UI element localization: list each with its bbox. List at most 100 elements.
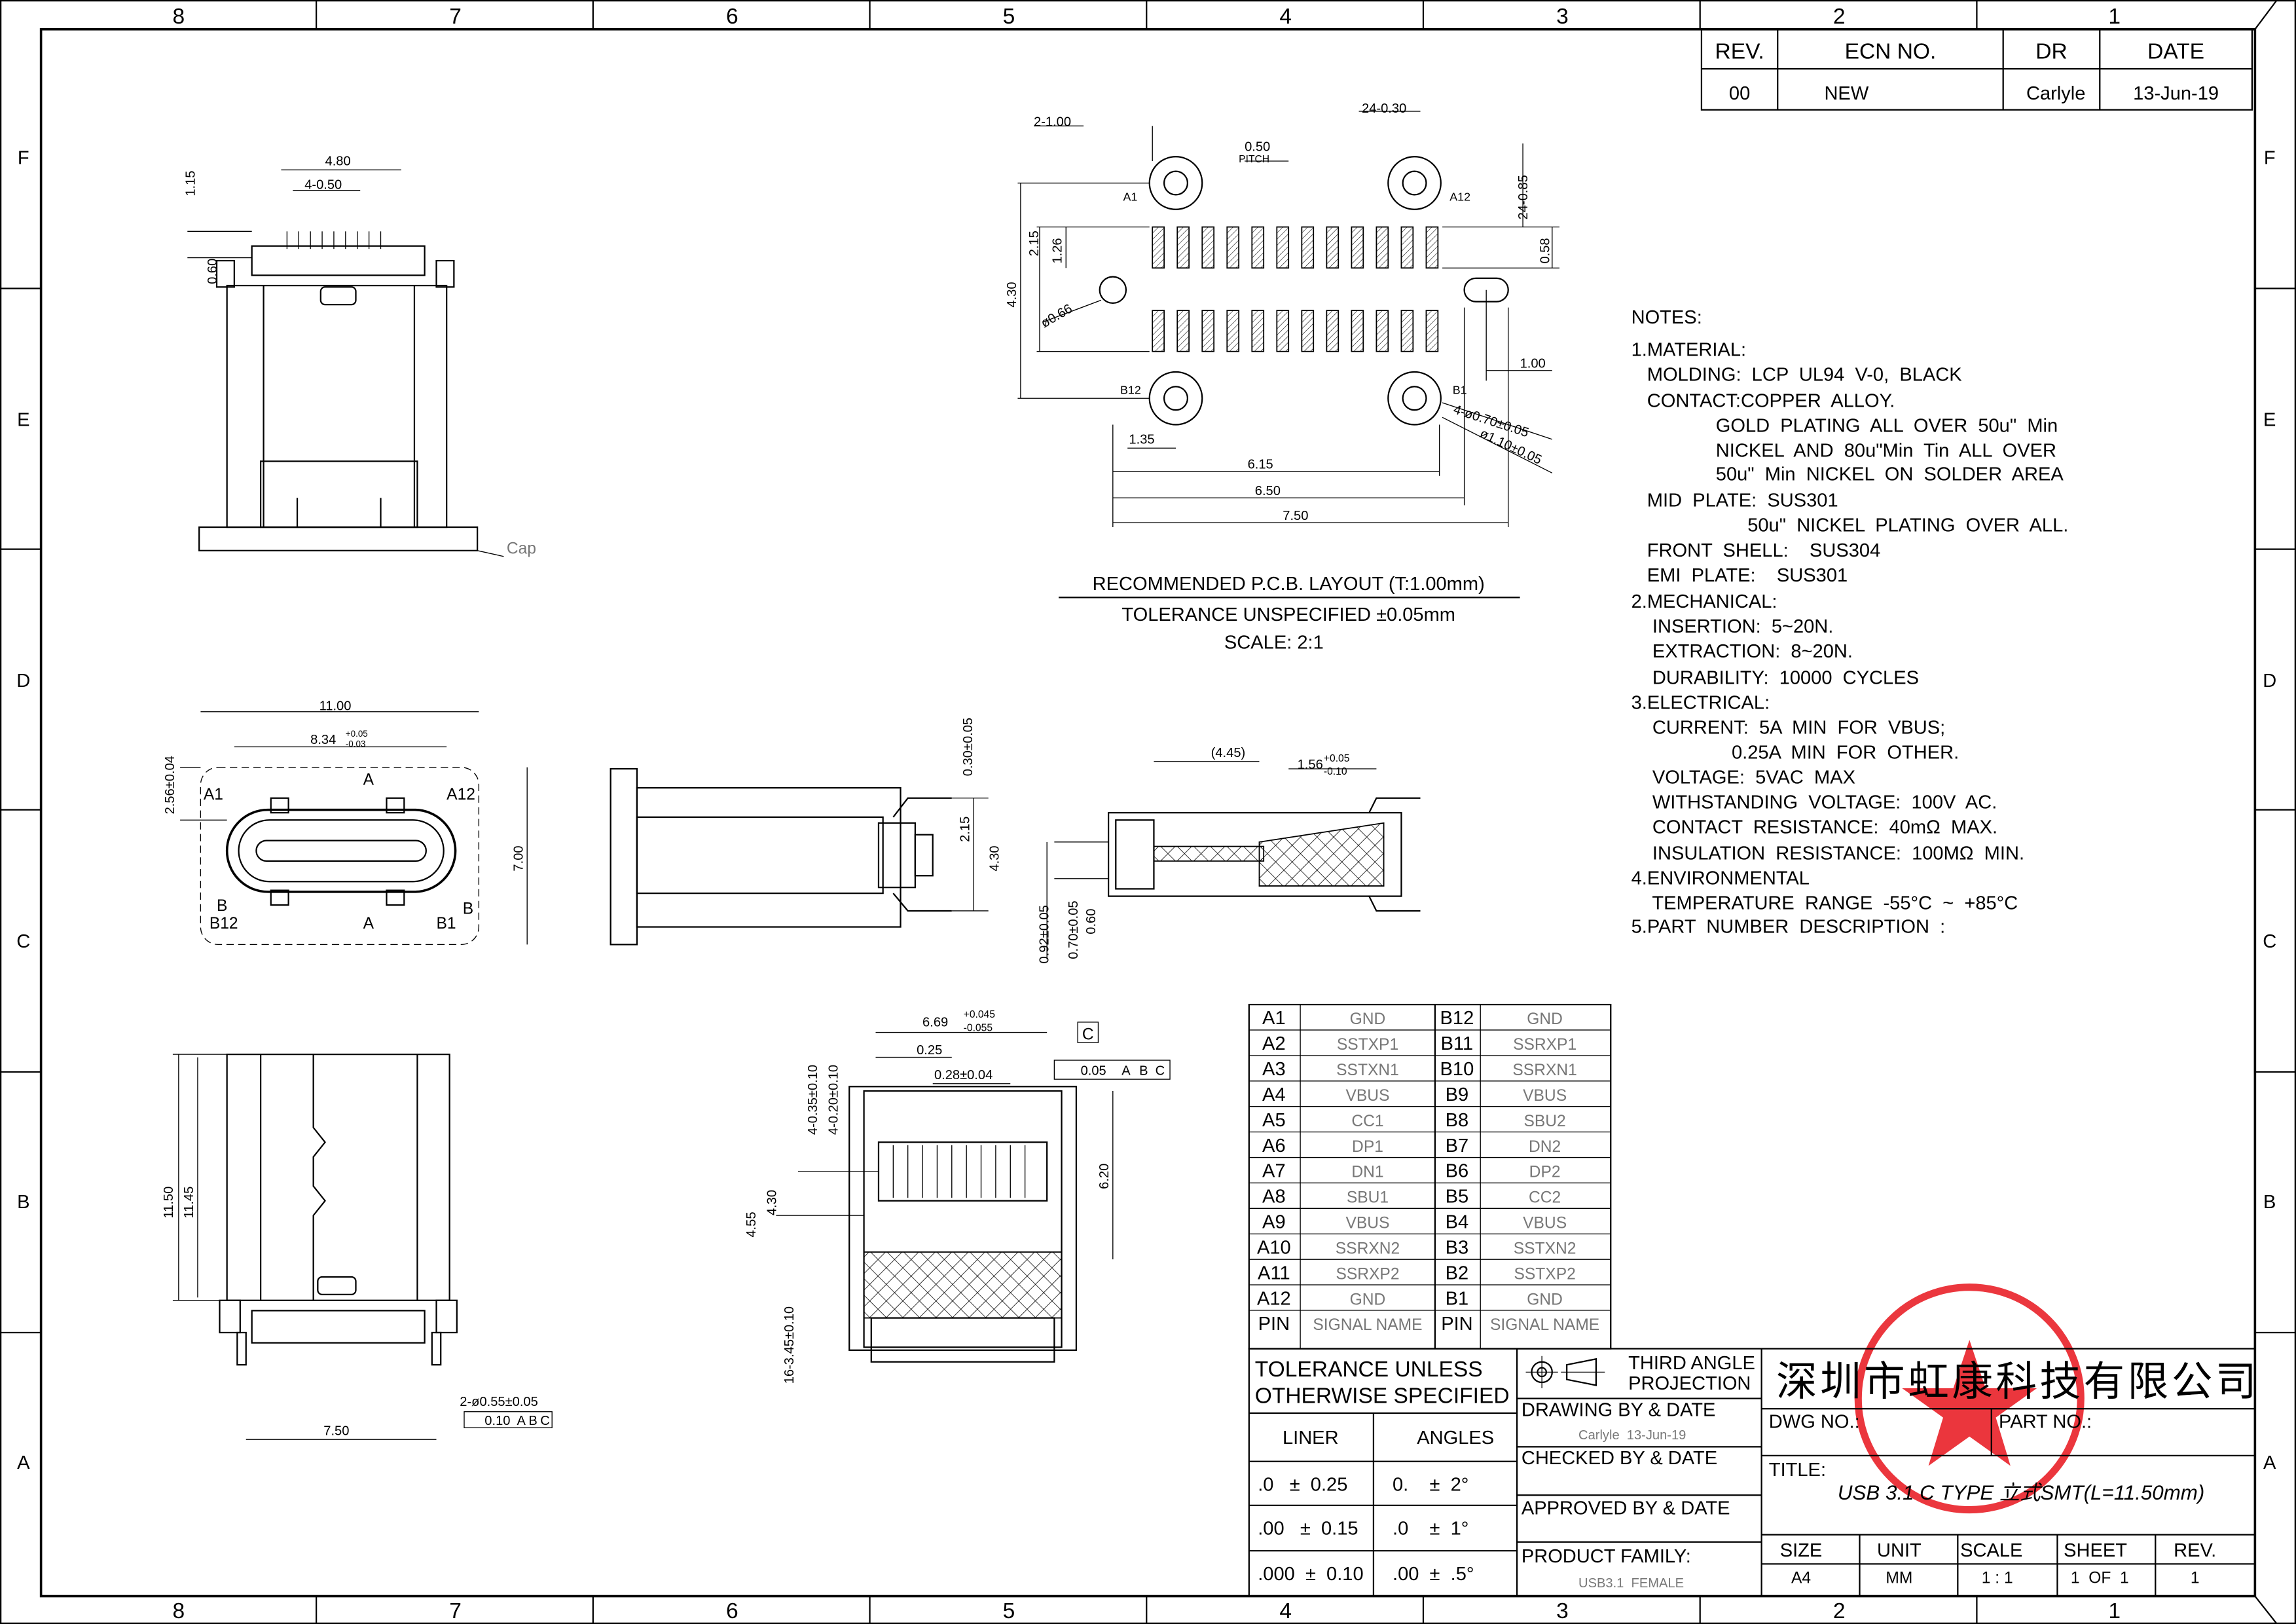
- svg-text:1.15: 1.15: [183, 171, 198, 196]
- svg-text:.00 ± 0.15: .00 ± 0.15: [1258, 1519, 1358, 1540]
- svg-text:0. ± 2°: 0. ± 2°: [1393, 1475, 1468, 1496]
- svg-text:FRONT SHELL: SUS304: FRONT SHELL: SUS304: [1631, 540, 1881, 561]
- bottom-view: 11.50 11.45 7.50 2-ø0.55±0.05 0.10 A B C: [162, 1053, 553, 1440]
- notes: NOTES: 1.MATERIAL: MOLDING: LCP UL94 V-0…: [1631, 307, 2069, 937]
- pin-cell: A1: [1262, 1008, 1286, 1029]
- svg-text:7: 7: [449, 1599, 462, 1623]
- pin-cell: B10: [1440, 1059, 1474, 1080]
- svg-text:A12: A12: [1449, 190, 1470, 203]
- section-view: (4.45) 1.56 +0.05 -0.10 0.92±0.05 0.70±0…: [1037, 746, 1421, 963]
- svg-text:CONTACT:COPPER ALLOY.: CONTACT:COPPER ALLOY.: [1631, 391, 1895, 412]
- svg-text:DRAWING BY & DATE: DRAWING BY & DATE: [1522, 1399, 1716, 1420]
- svg-text:TOLERANCE UNSPECIFIED ±0.05m: TOLERANCE UNSPECIFIED ±0.05mm: [1121, 604, 1455, 625]
- svg-text:USB3.1 FEMALE: USB3.1 FEMALE: [1578, 1576, 1684, 1591]
- svg-text:2-1.00: 2-1.00: [1034, 115, 1071, 129]
- pin-cell: B4: [1446, 1212, 1469, 1233]
- front-view: 11.00 8.34 +0.05 -0.03 2.56±0.04 7.00 A1…: [163, 699, 528, 946]
- svg-text:PART NO.:: PART NO.:: [1999, 1411, 2092, 1432]
- svg-text:7.50: 7.50: [1283, 509, 1308, 523]
- svg-text:LINER: LINER: [1283, 1428, 1339, 1449]
- svg-text:24-0.85: 24-0.85: [1516, 175, 1531, 219]
- signal-cell: GND: [1350, 1010, 1386, 1028]
- svg-text:RECOMMENDED P.C.B. LAYOUT (: RECOMMENDED P.C.B. LAYOUT (T:1.00mm): [1093, 574, 1485, 595]
- svg-text:.0 ± 0.25: .0 ± 0.25: [1258, 1475, 1347, 1496]
- svg-text:4-0.35±0.10: 4-0.35±0.10: [806, 1065, 820, 1135]
- svg-text:24-0.30: 24-0.30: [1362, 101, 1406, 116]
- pin-cell: A8: [1262, 1187, 1286, 1208]
- svg-text:A4: A4: [1791, 1569, 1811, 1587]
- svg-text:8: 8: [173, 1599, 185, 1623]
- svg-text:PRODUCT FAMILY:: PRODUCT FAMILY:: [1522, 1546, 1691, 1567]
- svg-text:EMI PLATE: SUS301: EMI PLATE: SUS301: [1631, 565, 1848, 586]
- svg-text:F: F: [18, 147, 29, 168]
- svg-text:4.30: 4.30: [987, 845, 1002, 871]
- svg-text:A: A: [363, 771, 374, 789]
- svg-text:NOTES:: NOTES:: [1631, 307, 1702, 328]
- svg-text:MOLDING: LCP UL94 V-0, BLA: MOLDING: LCP UL94 V-0, BLACK: [1631, 364, 1963, 385]
- signal-cell: GND: [1527, 1010, 1563, 1028]
- svg-text:D: D: [2263, 671, 2276, 692]
- svg-text:4.ENVIRONMENTAL: 4.ENVIRONMENTAL: [1631, 868, 1810, 889]
- svg-text:7.50: 7.50: [323, 1424, 349, 1439]
- svg-text:Cap: Cap: [507, 540, 536, 557]
- svg-text:8.34: 8.34: [310, 733, 336, 747]
- signal-cell: VBUS: [1345, 1087, 1389, 1105]
- signal-cell: DP1: [1352, 1138, 1383, 1156]
- svg-text:PROJECTION: PROJECTION: [1628, 1373, 1751, 1394]
- signal-cell: SIGNAL NAME: [1490, 1316, 1599, 1334]
- svg-text:(4.45): (4.45): [1211, 746, 1246, 760]
- pin-cell: A11: [1258, 1263, 1290, 1283]
- svg-text:6: 6: [726, 1599, 738, 1623]
- svg-text:0.60: 0.60: [206, 259, 220, 284]
- svg-text:11.50: 11.50: [162, 1187, 176, 1219]
- signal-cell: VBUS: [1523, 1087, 1567, 1105]
- pin-cell: B3: [1446, 1237, 1469, 1258]
- svg-text:B12: B12: [210, 915, 238, 932]
- svg-text:ø0.66: ø0.66: [1038, 301, 1075, 331]
- svg-text:C: C: [1156, 1063, 1165, 1078]
- signal-cell: SSTXN1: [1336, 1061, 1399, 1079]
- title-block: TOLERANCE UNLESS OTHERWISE SPECIFIED LIN…: [1248, 1283, 2256, 1597]
- svg-text:CURRENT: 5A MIN FOR VBUS;: CURRENT: 5A MIN FOR VBUS;: [1631, 717, 1946, 738]
- svg-text:1.00: 1.00: [1520, 356, 1546, 371]
- svg-text:Carlyle: Carlyle: [2026, 83, 2085, 104]
- revision-table: REV. ECN NO. DR DATE 00 NEW Carlyle 13-J…: [1700, 28, 2253, 111]
- svg-text:6.20: 6.20: [1097, 1164, 1112, 1189]
- signal-cell: DP2: [1529, 1164, 1561, 1181]
- third-angle-projection-icon: [1525, 1356, 1605, 1388]
- svg-text:11.00: 11.00: [319, 699, 352, 714]
- svg-text:2: 2: [1833, 1599, 1846, 1623]
- signal-cell: SSRXN1: [1512, 1061, 1576, 1079]
- pin-cell: B12: [1440, 1008, 1474, 1029]
- svg-text:4.30: 4.30: [765, 1190, 779, 1215]
- svg-text:VOLTAGE: 5VAC MAX: VOLTAGE: 5VAC MAX: [1631, 767, 1855, 788]
- svg-text:A: A: [2263, 1452, 2276, 1473]
- signal-cell: SSTXP1: [1337, 1036, 1398, 1054]
- svg-text:3.ELECTRICAL:: 3.ELECTRICAL:: [1631, 692, 1770, 713]
- signal-cell: SSTXN2: [1514, 1240, 1576, 1257]
- svg-text:6.15: 6.15: [1248, 458, 1273, 472]
- svg-text:B12: B12: [1120, 384, 1141, 397]
- pin-cell: B6: [1446, 1161, 1469, 1182]
- svg-text:0.25A MIN FOR OTHER.: 0.25A MIN FOR OTHER.: [1631, 742, 1959, 763]
- svg-text:5: 5: [1003, 5, 1015, 29]
- signal-cell: GND: [1350, 1291, 1386, 1308]
- signal-cell: SIGNAL NAME: [1313, 1316, 1422, 1334]
- svg-text:6.69: 6.69: [922, 1016, 948, 1030]
- svg-text:1: 1: [2108, 1599, 2121, 1623]
- svg-text:DR: DR: [2035, 39, 2067, 64]
- svg-text:11.45: 11.45: [182, 1187, 196, 1219]
- row-markers: FE DC BA FE DC BA: [16, 147, 2276, 1473]
- svg-text:NICKEL AND 80u"Min Tin ALL: NICKEL AND 80u"Min Tin ALL OVER: [1631, 441, 2056, 462]
- signal-cell: SSRXP2: [1336, 1265, 1399, 1283]
- svg-text:EXTRACTION: 8~20N.: EXTRACTION: 8~20N.: [1631, 641, 1853, 662]
- svg-text:TEMPERATURE RANGE -55°C ~: TEMPERATURE RANGE -55°C ~ +85°C: [1631, 893, 2018, 914]
- svg-text:A: A: [363, 915, 374, 932]
- svg-text:2: 2: [1833, 5, 1846, 29]
- svg-text:A: A: [1121, 1063, 1131, 1078]
- svg-text:DATE: DATE: [2147, 39, 2204, 64]
